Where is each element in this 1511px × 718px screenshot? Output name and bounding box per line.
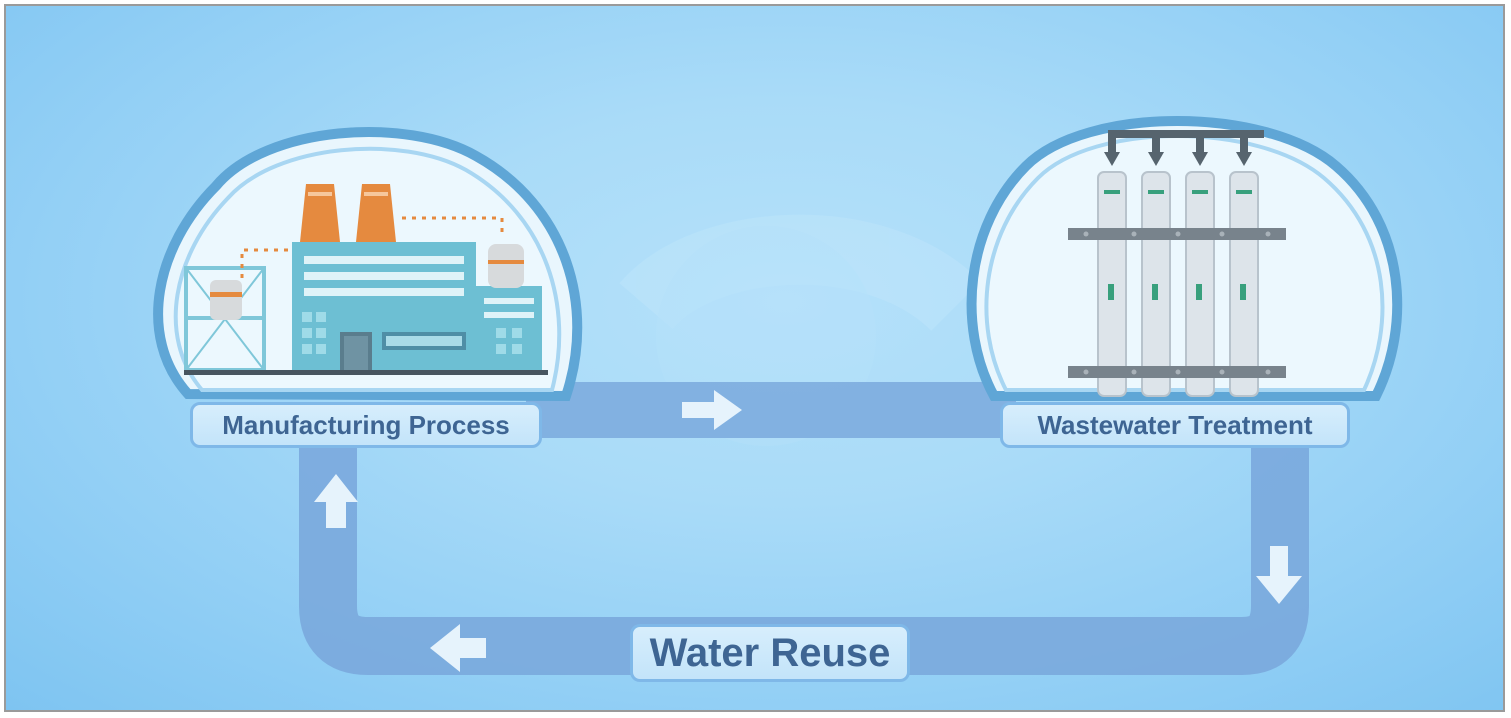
arrow-up-icon [314,474,358,528]
manufacturing-process-label: Manufacturing Process [190,402,542,448]
factory-icon [184,184,548,375]
arrow-right-icon [682,390,742,430]
arrow-left-icon [430,624,486,672]
water-cycle-diagram [153,116,1403,675]
water-reuse-label: Water Reuse [630,624,910,682]
wastewater-treatment-label: Wastewater Treatment [1000,402,1350,448]
filtration-columns-icon [1068,130,1286,397]
arrow-down-icon [1256,546,1302,604]
bottom-loop-pipe [299,444,1309,675]
treatment-bubble [966,116,1403,401]
diagram-canvas: Manufacturing Process Wastewater Treatme… [4,4,1505,712]
top-pipe [526,382,1016,438]
